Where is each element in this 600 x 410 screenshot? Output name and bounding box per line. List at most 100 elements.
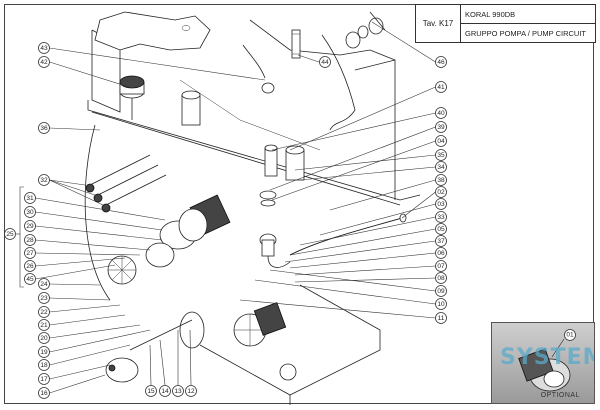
leader-line [284, 240, 436, 263]
leader-line [35, 252, 141, 256]
callout-circle [159, 385, 171, 397]
cabinet-frame [84, 11, 421, 301]
callout-circle [319, 56, 331, 68]
leader-line [329, 179, 436, 211]
leader-line [271, 140, 436, 201]
callout-text: 12 [187, 388, 195, 395]
tank-cylinders [181, 90, 305, 207]
callout-37: 37 [435, 235, 447, 247]
callout-circle [38, 42, 50, 54]
callout-circle [435, 272, 447, 284]
callout-39: 39 [435, 121, 447, 133]
leader-line [269, 126, 436, 191]
model-name: KORAL 990DB [461, 5, 595, 24]
leader-line [294, 154, 436, 171]
optional-part-panel: 01 SYSTEM OPTIONAL [491, 322, 595, 404]
leader-line [35, 257, 126, 267]
callout-circle [435, 285, 447, 297]
callout-circle [435, 211, 447, 223]
fitting-part-44 [291, 29, 301, 59]
callout-circle [38, 306, 50, 318]
leader-lines-left [35, 47, 266, 394]
callout-26: 26 [24, 260, 36, 272]
watermark-text: SYSTEM [500, 345, 594, 370]
callout-44: 44 [319, 56, 331, 68]
callout-text: 18 [40, 362, 48, 369]
callout-text: 44 [321, 59, 329, 66]
callout-14: 14 [159, 385, 171, 397]
leader-line [254, 279, 436, 305]
leader-line [49, 297, 111, 301]
callout-01-text: 01 [566, 332, 574, 339]
callout-text: 09 [437, 288, 445, 295]
leader-line [239, 299, 436, 319]
drain-hose [259, 213, 407, 268]
table-reference: Tav. K17 [416, 5, 461, 42]
callout-circle [435, 121, 447, 133]
rinse-pump [199, 284, 381, 405]
callout-15: 15 [145, 385, 157, 397]
leader-line [149, 344, 152, 386]
callout-text: 41 [437, 84, 445, 91]
callout-text: 07 [437, 263, 445, 270]
callout-circle [38, 332, 50, 344]
callout-34: 34 [435, 161, 447, 173]
callout-circle [24, 220, 36, 232]
leader-line [49, 314, 126, 326]
leader-line [401, 191, 436, 219]
wash-pump-motor [107, 194, 231, 285]
callout-text: 38 [437, 177, 445, 184]
callout-circle [24, 192, 36, 204]
callout-text: 34 [437, 164, 445, 171]
callout-01: 01 [564, 329, 576, 341]
callout-38: 38 [435, 174, 447, 186]
leader-line [159, 339, 166, 386]
leader-line [49, 344, 131, 366]
callout-text: 08 [437, 275, 445, 282]
callout-circle [38, 292, 50, 304]
callout-circle [38, 387, 50, 399]
callout-36: 36 [38, 122, 50, 134]
callout-text: 33 [437, 214, 445, 221]
title-block: Tav. K17 KORAL 990DB GRUPPO POMPA / PUMP… [415, 4, 596, 43]
callout-45: 45 [24, 273, 36, 285]
callout-32: 32 [38, 174, 50, 186]
callout-text: 29 [26, 223, 34, 230]
leader-line [49, 179, 86, 186]
callout-circle [38, 56, 50, 68]
callout-circle [435, 135, 447, 147]
callout-text: 17 [40, 376, 48, 383]
leader-line [49, 127, 101, 131]
level-float-part [119, 75, 145, 120]
callout-07: 07 [435, 260, 447, 272]
callout-42: 42 [38, 56, 50, 68]
optional-label: OPTIONAL [540, 392, 580, 399]
callout-23: 23 [38, 292, 50, 304]
callout-bubbles: 4641403904353438020333053706070809101143… [4, 42, 447, 399]
leader-line [49, 47, 266, 81]
leader-line [289, 228, 436, 256]
leader-line [35, 211, 163, 231]
callout-text: 24 [40, 281, 48, 288]
callout-circle [435, 260, 447, 272]
callout-circle [435, 247, 447, 259]
callout-13: 13 [172, 385, 184, 397]
leader-line [299, 166, 436, 181]
callout-circle [38, 359, 50, 371]
diagram-description: GRUPPO POMPA / PUMP CIRCUIT [465, 28, 586, 38]
callout-46: 46 [435, 56, 447, 68]
callout-circle [4, 228, 16, 240]
callout-circle [435, 161, 447, 173]
optional-pump-drawing: 01 [518, 329, 576, 392]
callout-06: 06 [435, 247, 447, 259]
callout-text: 45 [26, 276, 34, 283]
boiler-heater [105, 311, 205, 383]
leader-line [271, 112, 436, 151]
callout-circle [24, 234, 36, 246]
callout-circle [435, 235, 447, 247]
callout-text: 42 [40, 59, 48, 66]
callout-11: 11 [435, 312, 447, 324]
callout-circle [38, 122, 50, 134]
